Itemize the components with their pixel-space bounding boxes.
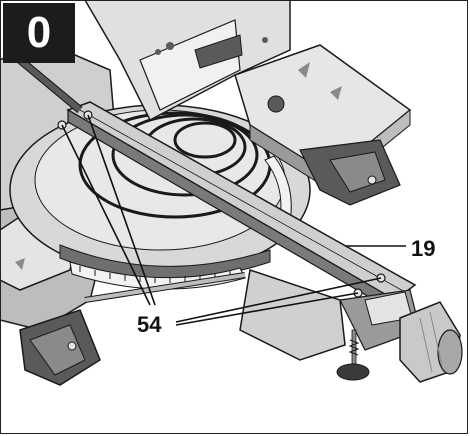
support-rods: [17, 56, 246, 303]
callout-19-fence: 19: [411, 236, 436, 261]
step-number-badge: 0: [3, 3, 75, 63]
front-handle: [399, 301, 463, 383]
saw-upper-housing: [84, 0, 291, 122]
right-table-wing: [234, 44, 412, 206]
turntable: [9, 104, 311, 280]
leader-lines: [61, 114, 406, 326]
fence-rail: [66, 101, 417, 314]
callout-54-screws: 54: [137, 312, 162, 337]
